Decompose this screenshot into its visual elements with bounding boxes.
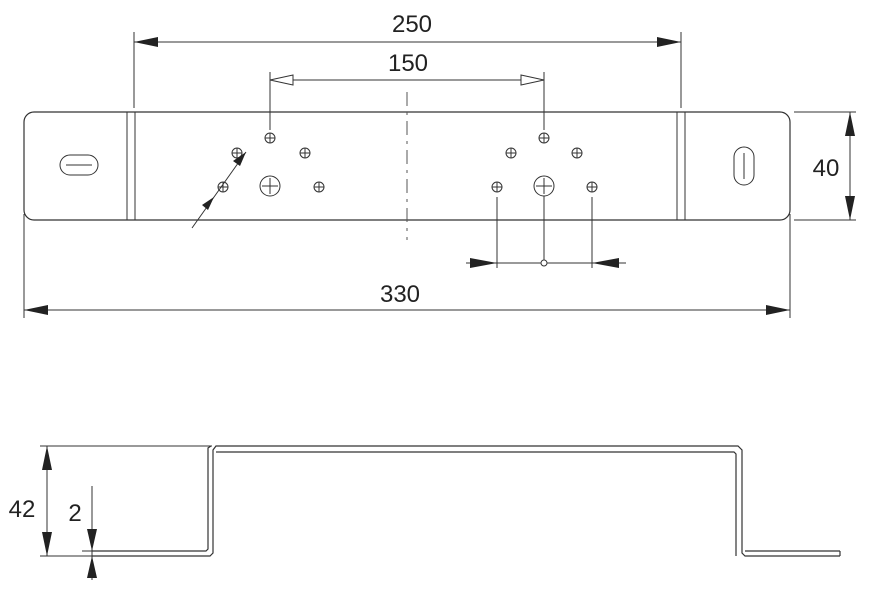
dimension-label-2: 2 bbox=[68, 500, 81, 527]
dimension-150: 150 bbox=[269, 50, 545, 130]
bracket-profile-inner bbox=[92, 445, 212, 552]
slot-hole-left bbox=[59, 154, 99, 176]
dimension-label-42: 42 bbox=[9, 496, 36, 523]
dimension-330: 330 bbox=[23, 214, 791, 318]
bracket-profile-outer bbox=[92, 445, 840, 557]
dimension-42: 42 bbox=[9, 445, 212, 557]
slot-hole-right bbox=[733, 146, 755, 186]
bracket-top-view: 250 150 40 330 bbox=[23, 11, 856, 318]
hole-diameter-leader bbox=[191, 151, 247, 229]
hole-spacing-dimension bbox=[466, 196, 626, 268]
bracket-side-view: 42 2 bbox=[9, 445, 841, 580]
hole-pattern-right bbox=[491, 132, 598, 197]
bracket-profile-inner-2 bbox=[220, 451, 737, 556]
hole-pattern-left bbox=[217, 132, 325, 197]
dimension-label-330: 330 bbox=[380, 281, 420, 308]
dimension-250: 250 bbox=[133, 11, 682, 108]
dimension-label-250: 250 bbox=[392, 11, 432, 38]
dimension-2: 2 bbox=[68, 486, 120, 580]
dimension-40: 40 bbox=[794, 111, 856, 221]
dimension-label-150: 150 bbox=[388, 50, 428, 77]
dimension-label-40: 40 bbox=[813, 155, 840, 182]
